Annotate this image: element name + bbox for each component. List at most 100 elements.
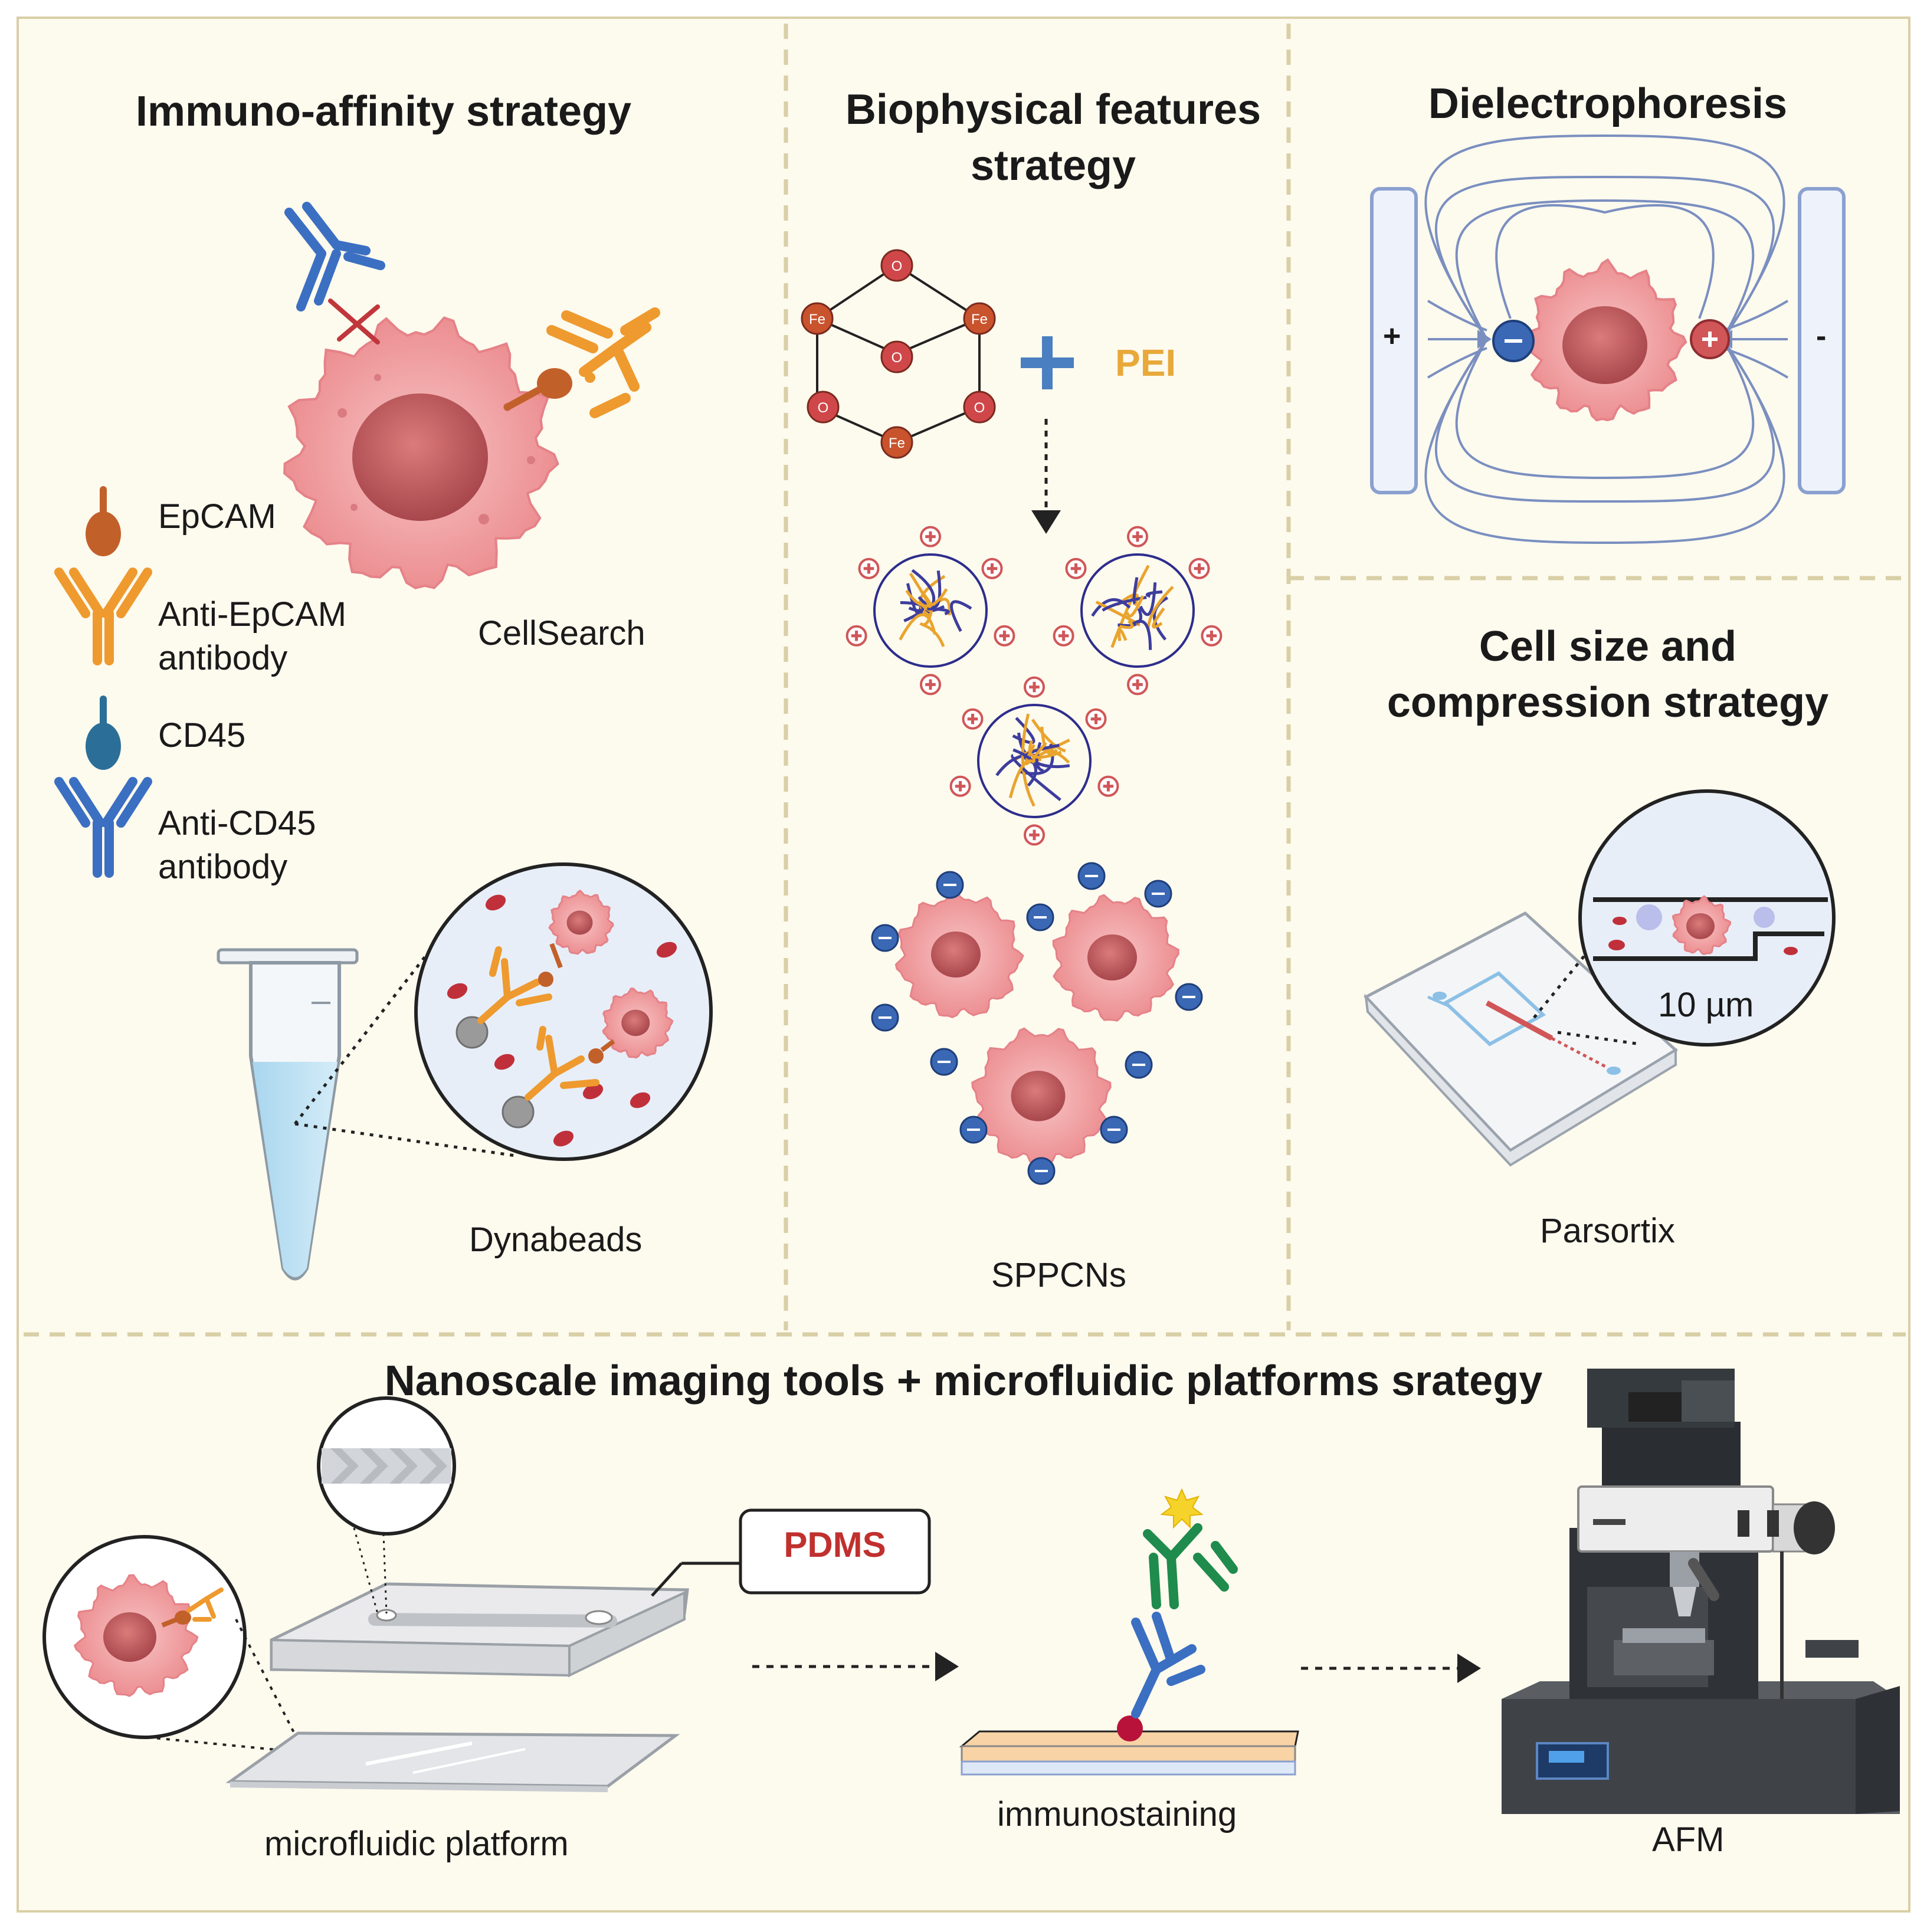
negative-charge-icon <box>871 924 899 952</box>
sppcn-nanoparticle <box>949 676 1119 846</box>
positive-electrode-sign: + <box>1383 319 1401 353</box>
afm-label: AFM <box>1652 1821 1725 1859</box>
legend-epcam-glyph <box>86 486 121 556</box>
ctc-cell <box>894 890 1024 1019</box>
svg-text:Fe: Fe <box>889 435 905 451</box>
negative-electrode-sign: - <box>1816 319 1827 353</box>
glass-slide <box>225 1731 680 1792</box>
field-lines <box>1424 134 1789 544</box>
svg-text:O: O <box>892 258 903 274</box>
legend-anti-epcam-glyph <box>54 568 152 665</box>
positive-electrode <box>1370 187 1418 494</box>
negative-charge-icon <box>1144 880 1172 908</box>
ctc-cell <box>1052 894 1179 1022</box>
fluorophore-star-icon <box>1160 1488 1204 1529</box>
immuno-affinity-panel <box>54 202 713 1281</box>
block-cross-icon <box>328 299 380 345</box>
sppcn-nanoparticles <box>845 526 1223 846</box>
iron-atom: Fe <box>801 302 834 335</box>
red-blood-cell <box>630 1092 651 1108</box>
negative-charge-icon <box>936 871 964 899</box>
positive-charge-icon <box>1127 526 1148 547</box>
ctc-cell <box>971 1027 1112 1166</box>
svg-text:O: O <box>818 400 829 416</box>
microcentrifuge-tube <box>217 948 359 1281</box>
ctc-cell <box>548 889 614 955</box>
svg-text:O: O <box>892 350 903 366</box>
bead-antibody-links <box>477 946 599 1101</box>
legend-anti-epcam-line1: Anti-EpCAM <box>158 595 347 634</box>
ctc-magnified-circle <box>42 1535 247 1739</box>
filter-magnified-view <box>1578 789 1836 1047</box>
sppcn-bound-cells <box>871 862 1203 1185</box>
pdms-label: PDMS <box>784 1525 886 1564</box>
parsortix-label: Parsortix <box>1540 1212 1675 1250</box>
sppcns-label: SPPCNs <box>991 1256 1126 1294</box>
pdms-label-box <box>739 1508 931 1595</box>
positive-charge-icon <box>920 674 941 696</box>
positive-charge-icon <box>1097 775 1119 797</box>
red-blood-cell <box>553 1130 574 1147</box>
oxygen-atom: O <box>880 249 913 282</box>
immunostaining-diagram <box>959 1488 1299 1776</box>
positive-charge-icon <box>1201 625 1223 647</box>
positive-charge-icon <box>920 526 941 547</box>
parsortix-chip <box>1363 911 1679 1167</box>
svg-text:Fe: Fe <box>971 311 988 327</box>
dep-negative-pole <box>1492 320 1535 362</box>
positive-charge-icon <box>1053 625 1074 647</box>
cellsize-title-line1: Cell size and <box>1479 623 1737 670</box>
positive-charge-icon <box>949 775 971 797</box>
ctc-cell <box>602 988 674 1059</box>
iron-atom: Fe <box>880 426 913 459</box>
positive-charge-icon <box>1085 708 1107 730</box>
positive-charge-icon <box>1065 557 1087 579</box>
biophysical-title-line1: Biophysical features <box>845 86 1261 133</box>
legend-anti-cd45-line2: antibody <box>158 848 288 886</box>
magnetic-bead <box>455 1016 489 1049</box>
channel-magnified-circle <box>317 1396 456 1614</box>
dep-cell <box>1522 258 1687 422</box>
epcam-on-cell <box>504 368 572 411</box>
cell-size-panel <box>1363 789 1836 1167</box>
anti-epcam-antibody-bound <box>546 307 660 418</box>
negative-charge-icon <box>959 1116 988 1144</box>
gap-size-label: 10 µm <box>1658 986 1754 1024</box>
red-blood-cell <box>447 983 468 999</box>
legend-epcam: EpCAM <box>158 497 276 536</box>
nanoscale-title: Nanoscale imaging tools + microfluidic p… <box>384 1357 1543 1405</box>
epcam-marker <box>538 972 553 987</box>
pdms-slab <box>270 1562 740 1678</box>
positive-charge-icon <box>1188 557 1210 579</box>
oxygen-atom: O <box>880 340 913 373</box>
dielectrophoresis-title: Dielectrophoresis <box>1428 80 1788 127</box>
positive-charge-icon <box>962 708 984 730</box>
red-blood-cell <box>582 1083 604 1100</box>
negative-charge-icon <box>871 1003 899 1032</box>
negative-charge-icon <box>1077 862 1106 890</box>
anti-cd45-antibody-blocked <box>284 202 385 311</box>
negative-charge-icon <box>930 1048 958 1076</box>
red-blood-cell <box>656 942 677 958</box>
red-blood-cell <box>485 894 506 911</box>
immunostaining-label: immunostaining <box>997 1795 1237 1833</box>
ctc-cell-large <box>283 316 559 589</box>
negative-charge-icon <box>1027 1157 1056 1185</box>
negative-charge-icon <box>1125 1051 1153 1079</box>
negative-charge-icon <box>1026 903 1054 931</box>
iron-atom: Fe <box>963 302 996 335</box>
dynabeads-label: Dynabeads <box>469 1221 643 1259</box>
cellsearch-label: CellSearch <box>478 614 645 652</box>
positive-charge-icon <box>1024 676 1045 698</box>
plus-sign-icon <box>1021 336 1074 389</box>
negative-charge-icon <box>1175 983 1203 1011</box>
sppcn-nanoparticle <box>1053 526 1223 696</box>
svg-text:O: O <box>974 400 985 416</box>
sppcn-nanoparticle <box>845 526 1015 696</box>
legend-cd45: CD45 <box>158 716 246 755</box>
cellsize-title-line2: compression strategy <box>1387 679 1829 726</box>
